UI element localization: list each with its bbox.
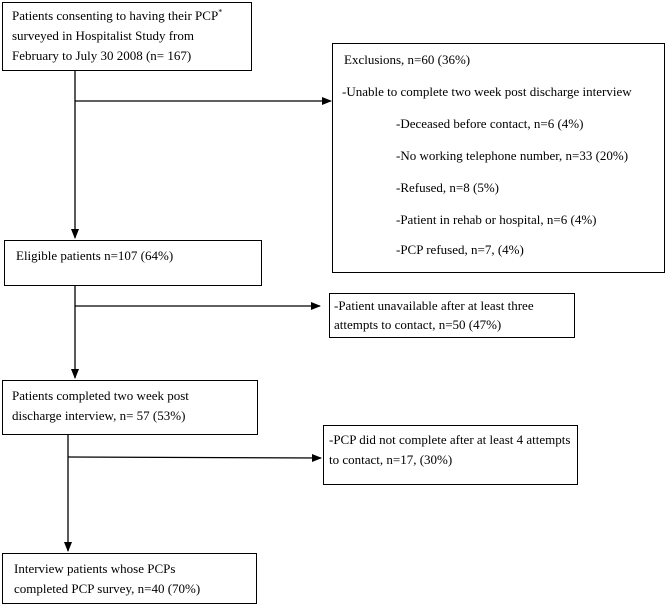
final-box: Interview patients whose PCPs completed … [2,553,257,604]
exclusion-item: -Deceased before contact, n=6 (4%) [396,116,584,131]
exclusions-title: Exclusions, n=60 (36%) [344,52,471,67]
exclusion-item: -PCP refused, n=7, (4%) [396,242,524,257]
footnote-asterisk: * [218,7,223,17]
completed-box-line2: discharge interview, n= 57 (53%) [12,408,186,423]
final-box-line2: completed PCP survey, n=40 (70%) [14,581,201,596]
start-box-line2: surveyed in Hospitalist Study from [12,28,194,43]
unavailable-box-line2: attempts to contact, n=50 (47%) [334,317,502,332]
final-box-line1: Interview patients whose PCPs [14,561,176,576]
exclusions-box: Exclusions, n=60 (36%) -Unable to comple… [332,43,665,273]
eligible-box: Eligible patients n=107 (64%) [4,240,262,286]
pcp-incomplete-box: -PCP did not complete after at least 4 a… [323,425,578,485]
start-box-line1: Patients consenting to having their PCP* [12,7,223,23]
arrow-to-pcp-incomplete [67,453,322,462]
completed-box-line1: Patients completed two week post [12,388,189,403]
pcp-incomplete-box-line1: -PCP did not complete after at least 4 a… [329,432,571,447]
exclusions-subtitle: -Unable to complete two week post discha… [342,84,632,99]
pcp-incomplete-box-line2: to contact, n=17, (30%) [329,452,453,467]
start-box-line3: February to July 30 2008 (n= 167) [12,48,192,63]
exclusion-item: -Refused, n=8 (5%) [396,180,499,195]
completed-box: Patients completed two week post dischar… [2,380,258,435]
eligible-box-line1: Eligible patients n=107 (64%) [16,248,174,263]
exclusion-item: -No working telephone number, n=33 (20%) [396,148,629,163]
start-box: Patients consenting to having their PCP*… [2,2,252,71]
exclusion-item: -Patient in rehab or hospital, n=6 (4%) [396,212,597,227]
unavailable-box-line1: -Patient unavailable after at least thre… [334,298,534,313]
unavailable-box: -Patient unavailable after at least thre… [329,293,575,338]
